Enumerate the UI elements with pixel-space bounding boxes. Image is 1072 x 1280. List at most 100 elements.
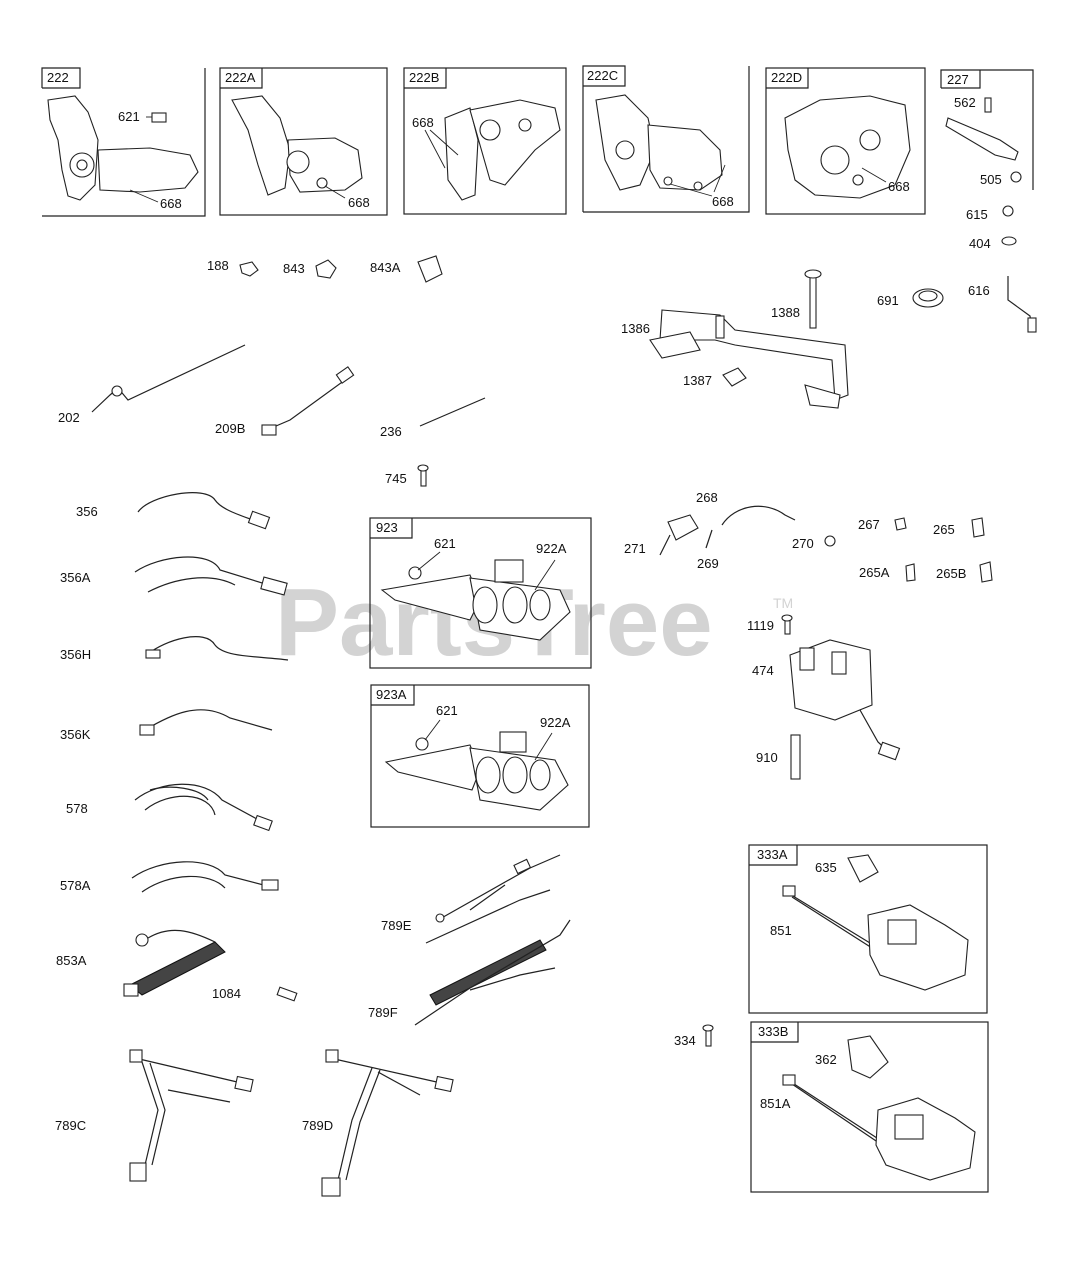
part-236[interactable]: 236	[380, 397, 486, 439]
part-356A[interactable]: 356A	[60, 556, 288, 596]
callout-668[interactable]: 668	[712, 194, 734, 209]
callout-265[interactable]: 265	[933, 522, 955, 537]
part-188[interactable]: 188	[207, 258, 259, 277]
callout-362[interactable]: 362	[815, 1052, 837, 1067]
callout-1388[interactable]: 1388	[771, 305, 800, 320]
callout-851[interactable]: 851	[770, 923, 792, 938]
part-267[interactable]: 267	[858, 517, 907, 532]
part-745[interactable]: 745	[385, 464, 429, 487]
part-202[interactable]: 202	[58, 344, 246, 425]
part-843[interactable]: 843	[283, 259, 337, 279]
callout-621[interactable]: 621	[436, 703, 458, 718]
group-222C[interactable]: 222C 668	[582, 65, 750, 213]
callout-853A[interactable]: 853A	[56, 953, 87, 968]
callout-1119[interactable]: 1119	[747, 618, 774, 633]
callout-356K[interactable]: 356K	[60, 727, 91, 742]
callout-356A[interactable]: 356A	[60, 570, 91, 585]
part-269[interactable]: 269	[697, 529, 719, 571]
group-222B[interactable]: 222B 668	[403, 67, 567, 215]
callout-922A[interactable]: 922A	[536, 541, 567, 556]
callout-474[interactable]: 474	[752, 663, 774, 678]
part-270[interactable]: 270	[792, 535, 836, 551]
callout-271[interactable]: 271	[624, 541, 646, 556]
callout-236[interactable]: 236	[380, 424, 402, 439]
callout-843A[interactable]: 843A	[370, 260, 401, 275]
callout-910[interactable]: 910	[756, 750, 778, 765]
part-789D[interactable]: 789D	[302, 1049, 454, 1197]
callout-621[interactable]: 621	[434, 536, 456, 551]
callout-851A[interactable]: 851A	[760, 1096, 791, 1111]
group-333A[interactable]: 333A 635 851	[748, 844, 988, 1014]
callout-267[interactable]: 267	[858, 517, 880, 532]
callout-202[interactable]: 202	[58, 410, 80, 425]
part-1084[interactable]: 1084	[212, 986, 298, 1002]
group-222[interactable]: 222 621 668	[41, 67, 206, 217]
part-615[interactable]: 615	[966, 205, 1014, 222]
part-789F[interactable]: 789F	[368, 919, 571, 1026]
group-923A[interactable]: 923A 621 922A	[370, 684, 590, 828]
callout-334[interactable]: 334	[674, 1033, 696, 1048]
part-209B[interactable]: 209B	[215, 366, 355, 436]
group-222D[interactable]: 222D 668	[765, 67, 926, 215]
callout-1387[interactable]: 1387	[683, 373, 712, 388]
part-853A[interactable]: 853A	[56, 929, 226, 997]
part-356[interactable]: 356	[76, 492, 271, 530]
callout-265B[interactable]: 265B	[936, 566, 966, 581]
part-1119[interactable]: 1119	[747, 614, 793, 635]
callout-1386[interactable]: 1386	[621, 321, 650, 336]
callout-356[interactable]: 356	[76, 504, 98, 519]
part-910[interactable]: 910	[756, 734, 801, 780]
callout-505[interactable]: 505	[980, 172, 1002, 187]
part-843A[interactable]: 843A	[370, 255, 443, 283]
callout-578[interactable]: 578	[66, 801, 88, 816]
part-356K[interactable]: 356K	[60, 709, 273, 742]
callout-404[interactable]: 404	[969, 236, 991, 251]
part-268[interactable]: 268	[696, 490, 796, 526]
callout-265A[interactable]: 265A	[859, 565, 890, 580]
part-265[interactable]: 265	[933, 517, 985, 538]
group-923[interactable]: 923 621 922A	[369, 517, 592, 669]
callout-789C[interactable]: 789C	[55, 1118, 86, 1133]
callout-668[interactable]: 668	[412, 115, 434, 130]
part-404[interactable]: 404	[969, 236, 1017, 251]
part-1388[interactable]: 1388	[771, 269, 822, 329]
callout-188[interactable]: 188	[207, 258, 229, 273]
callout-668[interactable]: 668	[160, 196, 182, 211]
callout-269[interactable]: 269	[697, 556, 719, 571]
part-474[interactable]: 474	[752, 639, 901, 761]
callout-789F[interactable]: 789F	[368, 1005, 398, 1020]
part-578A[interactable]: 578A	[60, 861, 279, 893]
callout-578A[interactable]: 578A	[60, 878, 91, 893]
part-265A[interactable]: 265A	[859, 563, 916, 582]
part-271[interactable]: 271	[624, 514, 699, 556]
callout-668[interactable]: 668	[888, 179, 910, 194]
callout-691[interactable]: 691	[877, 293, 899, 308]
part-1386[interactable]: 1386	[621, 321, 650, 336]
callout-922A[interactable]: 922A	[540, 715, 571, 730]
group-333B[interactable]: 333B 362 851A	[750, 1021, 989, 1193]
callout-789D[interactable]: 789D	[302, 1118, 333, 1133]
group-222A[interactable]: 222A 668	[219, 67, 388, 216]
part-334[interactable]: 334	[674, 1024, 714, 1048]
callout-270[interactable]: 270	[792, 536, 814, 551]
callout-843[interactable]: 843	[283, 261, 305, 276]
callout-668[interactable]: 668	[348, 195, 370, 210]
callout-621[interactable]: 621	[118, 109, 140, 124]
callout-616[interactable]: 616	[968, 283, 990, 298]
callout-1084[interactable]: 1084	[212, 986, 241, 1001]
callout-268[interactable]: 268	[696, 490, 718, 505]
part-356H[interactable]: 356H	[60, 636, 289, 662]
callout-635[interactable]: 635	[815, 860, 837, 875]
part-265B[interactable]: 265B	[936, 561, 993, 583]
group-227[interactable]: 227 562 505	[940, 69, 1034, 190]
callout-356H[interactable]: 356H	[60, 647, 91, 662]
part-616[interactable]: 616	[968, 276, 1037, 333]
callout-745[interactable]: 745	[385, 471, 407, 486]
part-691[interactable]: 691	[877, 288, 944, 308]
callout-209B[interactable]: 209B	[215, 421, 245, 436]
part-789E[interactable]: 789E	[381, 854, 561, 944]
part-789C[interactable]: 789C	[55, 1049, 254, 1182]
part-578[interactable]: 578	[66, 783, 273, 832]
part-1387[interactable]: 1387	[683, 367, 747, 388]
callout-615[interactable]: 615	[966, 207, 988, 222]
